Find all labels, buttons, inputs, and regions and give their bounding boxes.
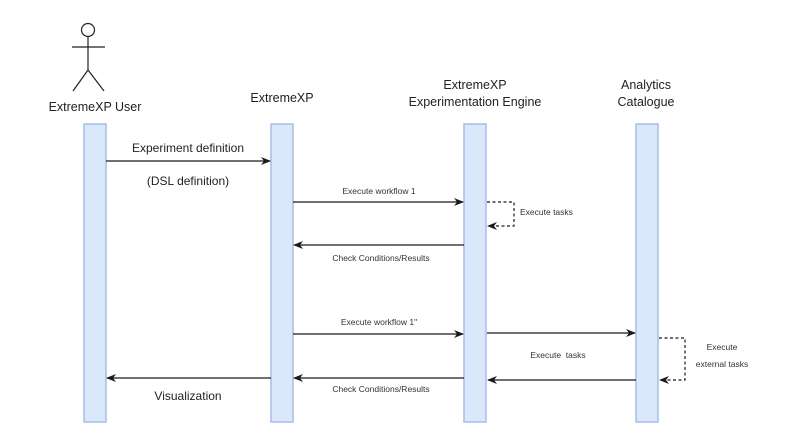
- message-label-execute-tasks-catalogue: Execute tasks: [530, 350, 585, 360]
- message-label-execute-workflow-1: Execute workflow 1: [342, 186, 415, 196]
- message-label-check-conditions-2: Check Conditions/Results: [332, 384, 429, 394]
- message-label-dsl-definition: (DSL definition): [147, 174, 229, 188]
- actor-head: [80, 22, 96, 38]
- participant-label-extremexp: ExtremeXP: [250, 91, 313, 105]
- participant-label-catalogue-line1: Analytics: [621, 78, 671, 92]
- participant-label-user: ExtremeXP User: [49, 100, 142, 114]
- self-message-label-execute-external-line1: Execute: [707, 342, 738, 352]
- lifeline-user: [83, 123, 107, 423]
- actor-left-leg: [72, 69, 89, 92]
- self-message-label-execute-external-line2: external tasks: [696, 359, 748, 369]
- self-message-arrow-execute-tasks: [487, 201, 515, 230]
- actor-user-icon: [72, 22, 105, 92]
- self-message-label-execute-tasks: Execute tasks: [520, 207, 573, 217]
- participant-label-catalogue-line2: Catalogue: [618, 95, 675, 109]
- lifeline-extremexp: [270, 123, 294, 423]
- lifeline-catalogue: [635, 123, 659, 423]
- actor-right-leg: [87, 69, 105, 92]
- message-label-execute-workflow-1-prime: Execute workflow 1": [341, 317, 417, 327]
- message-label-check-conditions-1: Check Conditions/Results: [332, 253, 429, 263]
- message-label-experiment-definition: Experiment definition: [132, 141, 244, 155]
- message-label-visualization: Visualization: [154, 389, 221, 403]
- lifeline-engine: [463, 123, 487, 423]
- participant-label-engine-line2: Experimentation Engine: [409, 95, 542, 109]
- self-message-arrow-execute-external-tasks: [659, 337, 686, 384]
- participant-label-engine-line1: ExtremeXP: [443, 78, 506, 92]
